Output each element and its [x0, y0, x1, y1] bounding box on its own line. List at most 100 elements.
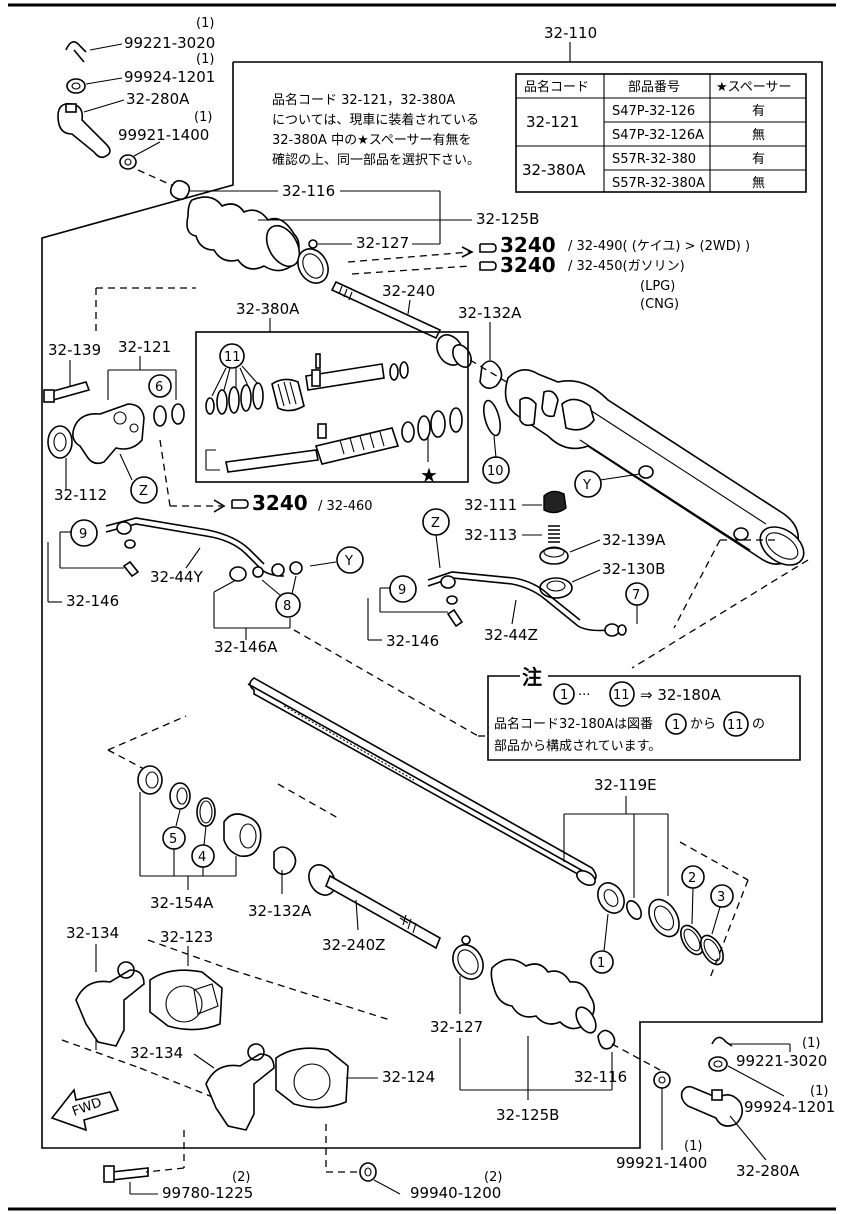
washer-bot-icon[interactable]: [653, 1071, 671, 1089]
washer-top-icon[interactable]: [119, 154, 137, 170]
tie-rod-end-bot-icon[interactable]: [680, 1085, 744, 1127]
rubber-mount-123-icon[interactable]: [149, 969, 223, 1031]
bolt-99780-icon[interactable]: [111, 1167, 149, 1181]
ring-132a-bot-icon[interactable]: [273, 846, 297, 876]
table-cell-code-0: 32-121: [526, 113, 579, 131]
nut-bot-icon[interactable]: [708, 1056, 728, 1072]
label-rod-240: 32-240: [382, 282, 435, 300]
assembly-outline: [41, 61, 823, 1149]
table-header-part: 部品番号: [628, 80, 680, 95]
pointing-hand-icon: [479, 243, 497, 253]
callout-5: 5: [162, 809, 186, 850]
ref-3240-b[interactable]: 3240 / 32-450(ガソリン) (LPG) (CNG): [479, 253, 685, 312]
svg-text:については、現車に装着されている: については、現車に装着されている: [272, 112, 479, 128]
nut-top-icon[interactable]: [66, 78, 86, 94]
label-washer-top-qty: (1): [194, 110, 212, 125]
label-112: 32-112: [54, 486, 107, 504]
pinion-housing-121-icon[interactable]: [72, 403, 145, 465]
label-123: 32-123: [160, 928, 213, 946]
bushing-5-icon[interactable]: [137, 765, 163, 795]
gear-housing-group: [504, 369, 805, 566]
union-bolt-icon[interactable]: [229, 566, 247, 582]
lower-boot-group: [447, 935, 616, 1050]
label-119e: 32-119E: [594, 776, 657, 794]
label-cotter-bot-qty: (1): [802, 1036, 820, 1051]
clip-116-top-icon[interactable]: [169, 179, 191, 201]
table-cell-code-2: 32-380A: [522, 161, 586, 179]
callout-2: 2: [681, 865, 705, 925]
svg-text:1: 1: [597, 956, 605, 971]
cotter-pin-top-icon[interactable]: [65, 41, 87, 63]
callout-1: 1: [590, 913, 614, 974]
svg-text:11: 11: [613, 688, 630, 703]
svg-text:4: 4: [198, 850, 206, 865]
label-bolt: 99780-1225: [162, 1184, 253, 1202]
label-146-a: 32-146: [66, 592, 119, 610]
label-boot-125b-top: 32-125B: [476, 210, 539, 228]
svg-text:Z: Z: [431, 516, 440, 531]
seal-119e-icon[interactable]: [643, 894, 686, 942]
label-assy: 32-110: [544, 24, 597, 42]
svg-text:の: の: [752, 717, 765, 732]
label-132a-bot: 32-132A: [248, 902, 312, 920]
rubber-mount-124-icon[interactable]: [275, 1047, 349, 1109]
label-washer-bot-qty: (1): [684, 1139, 702, 1154]
spring-113-icon[interactable]: [548, 525, 560, 543]
label-nut-top: 99924-1201: [124, 68, 215, 86]
label-130b: 32-130B: [602, 560, 665, 578]
svg-text:1: 1: [672, 718, 680, 733]
table-cell-part-2: S57R-32-380: [612, 152, 696, 167]
cap-112-icon[interactable]: [47, 425, 73, 459]
table-header-code: 品名コード: [524, 79, 589, 95]
ref-3240-a[interactable]: 3240 / 32-490( (ケイユ) > (2WD) ): [479, 233, 750, 257]
bracket-134-a-icon[interactable]: [75, 969, 145, 1047]
pinion-shaft-icon[interactable]: [225, 449, 319, 473]
left-seal-group: [137, 765, 262, 858]
svg-text:確認の上、同一部品を選択下さい。: 確認の上、同一部品を選択下さい。: [272, 152, 480, 168]
clip-127-top-icon[interactable]: [292, 243, 334, 288]
pipe-44z-icon[interactable]: [427, 577, 611, 632]
seal-6a-icon[interactable]: [153, 405, 167, 427]
bushing-1-icon[interactable]: [593, 878, 630, 918]
svg-text:10: 10: [487, 464, 504, 479]
label-nut-top-qty: (1): [196, 52, 214, 67]
label-134-b: 32-134: [130, 1044, 183, 1062]
yoke-139a-icon[interactable]: [539, 547, 569, 565]
seal-154a-icon[interactable]: [223, 813, 262, 858]
o-ring-10-icon[interactable]: [481, 399, 504, 437]
fwd-arrow: FWD: [50, 1088, 120, 1132]
label-113: 32-113: [464, 526, 517, 544]
bracket-134-b-icon[interactable]: [205, 1053, 275, 1131]
steering-rack-icon[interactable]: [249, 677, 597, 883]
label-kit-380a: 32-380A: [236, 300, 300, 318]
cotter-pin-bot-icon[interactable]: [711, 1036, 733, 1047]
svg-text:5: 5: [169, 832, 177, 847]
label-tie-end-bot: 32-280A: [736, 1162, 800, 1180]
svg-text:9: 9: [79, 527, 87, 542]
o-ring-3-icon[interactable]: [696, 932, 728, 969]
label-nut2: 99940-1200: [410, 1184, 501, 1202]
callout-9-a: 9: [70, 519, 98, 547]
svg-text:Y: Y: [344, 554, 353, 569]
cap-111-icon[interactable]: [543, 490, 567, 514]
tie-rod-240z-icon[interactable]: [324, 874, 442, 950]
nut-99940-icon[interactable]: [359, 1162, 377, 1182]
clip-116-bot-icon[interactable]: [597, 1029, 616, 1050]
tie-rod-240-icon[interactable]: [330, 280, 442, 340]
rack-group: [247, 677, 597, 887]
valve-kit-parts: [205, 353, 463, 473]
clip-127-bot-icon[interactable]: [447, 939, 489, 984]
label-125b-bot: 32-125B: [496, 1106, 559, 1124]
svg-text:Y: Y: [582, 478, 591, 493]
svg-text:1: 1: [560, 688, 568, 703]
ring-132a-top-icon[interactable]: [479, 360, 503, 390]
table-cell-spacer-1: 無: [752, 128, 765, 143]
svg-text:3240: 3240: [252, 491, 308, 515]
label-134-a: 32-134: [66, 924, 119, 942]
svg-text:(LPG): (LPG): [640, 279, 675, 294]
ref-3240-c[interactable]: 3240 / 32-460: [231, 491, 373, 515]
callout-7: 7: [625, 582, 649, 624]
callout-z-1: Z: [119, 453, 158, 504]
o-ring-2-icon[interactable]: [676, 922, 708, 959]
svg-text:から: から: [690, 717, 716, 732]
